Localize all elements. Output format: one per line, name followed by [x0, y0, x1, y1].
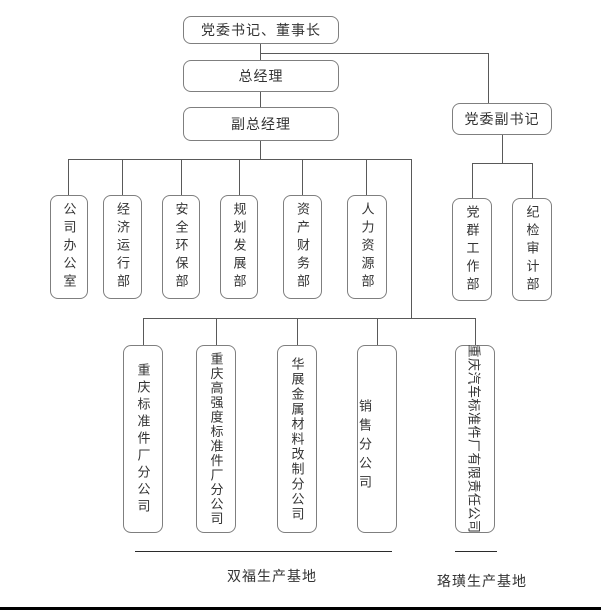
node-dept-safety-environment: 安全环保部 [162, 195, 200, 299]
drop-sub-cq-auto-standard-parts [475, 318, 476, 345]
connector-chairman-to-gm [260, 44, 261, 60]
connector-drop-deputy-party-secretary [488, 53, 489, 103]
rail-subsidiaries [143, 318, 476, 319]
drop-sub-cq-standard-parts [143, 318, 144, 345]
node-deputy-general-manager: 副总经理 [183, 107, 339, 141]
drop-dept-office [68, 159, 69, 195]
sub-cq-high-strength-label: 重庆高强度标准件厂分公司 [208, 352, 224, 526]
drop-dept-economic-operation [122, 159, 123, 195]
node-dept-planning-development: 规划发展部 [220, 195, 258, 299]
drop-dept-asset-finance [302, 159, 303, 195]
drop-sub-huazhan-metal [297, 318, 298, 345]
node-party-secretary-chairman: 党委书记、董事长 [183, 16, 339, 44]
node-sub-cq-standard-parts: 重庆标准件厂分公司 [123, 345, 163, 533]
drop-sub-sales-branch [377, 318, 378, 345]
node-dept-economic-operation: 经济运行部 [103, 195, 142, 299]
trunk-to-subsidiaries [411, 159, 412, 318]
connector-party-secretary-trunk [502, 135, 503, 163]
sub-sales-branch-label: 销售分公司 [357, 398, 372, 494]
node-general-manager: 总经理 [183, 60, 339, 92]
node-sub-cq-high-strength: 重庆高强度标准件厂分公司 [196, 345, 236, 533]
connector-gm-to-deputy-gm [260, 92, 261, 107]
node-deputy-party-secretary: 党委副书记 [452, 103, 552, 135]
rail-party-departments [472, 163, 532, 164]
node-dept-asset-finance: 资产财务部 [283, 195, 322, 299]
connector-deputy-gm-trunk [260, 141, 261, 159]
connector-chairman-to-party-branch [260, 53, 488, 54]
dept-human-resources-label: 人力资源部 [359, 202, 375, 292]
drop-dept-human-resources [366, 159, 367, 195]
dept-party-mass-work-label: 党群工作部 [464, 204, 480, 295]
dept-safety-environment-label: 安全环保部 [173, 202, 189, 292]
node-dept-party-mass-work: 党群工作部 [452, 198, 492, 301]
base-label-shuangfu: 双福生产基地 [227, 570, 317, 585]
dept-asset-finance-label: 资产财务部 [295, 202, 310, 292]
dept-office-label: 公司办公室 [61, 202, 77, 292]
page-bottom-rule [0, 607, 601, 610]
node-dept-office: 公司办公室 [50, 195, 88, 299]
dept-planning-development-label: 规划发展部 [231, 202, 247, 292]
node-sub-cq-auto-standard-parts: 重庆汽车标准件厂有限责任公司 [455, 344, 495, 534]
base-label-luohuang: 珞璜生产基地 [437, 575, 527, 590]
node-dept-discipline-audit: 纪检审计部 [512, 198, 552, 301]
dept-economic-operation-label: 经济运行部 [115, 202, 130, 292]
node-dept-human-resources: 人力资源部 [347, 195, 387, 299]
sub-cq-standard-parts-label: 重庆标准件厂分公司 [135, 362, 151, 516]
dept-discipline-audit-label: 纪检审计部 [524, 204, 540, 295]
node-sub-sales-branch: 销售分公司 [357, 345, 397, 533]
drop-dept-discipline-audit [532, 163, 533, 198]
node-sub-huazhan-metal: 华展金属材料改制分公司 [277, 345, 317, 533]
drop-dept-planning-development [239, 159, 240, 195]
underline-shuangfu-base [135, 551, 392, 552]
drop-dept-party-mass-work [472, 163, 473, 198]
sub-huazhan-metal-label: 华展金属材料改制分公司 [289, 356, 305, 522]
drop-dept-safety-environment [181, 159, 182, 195]
underline-luohuang-base [455, 551, 497, 552]
sub-cq-auto-standard-parts-label: 重庆汽车标准件厂有限责任公司 [466, 344, 482, 534]
drop-sub-cq-high-strength [216, 318, 217, 345]
